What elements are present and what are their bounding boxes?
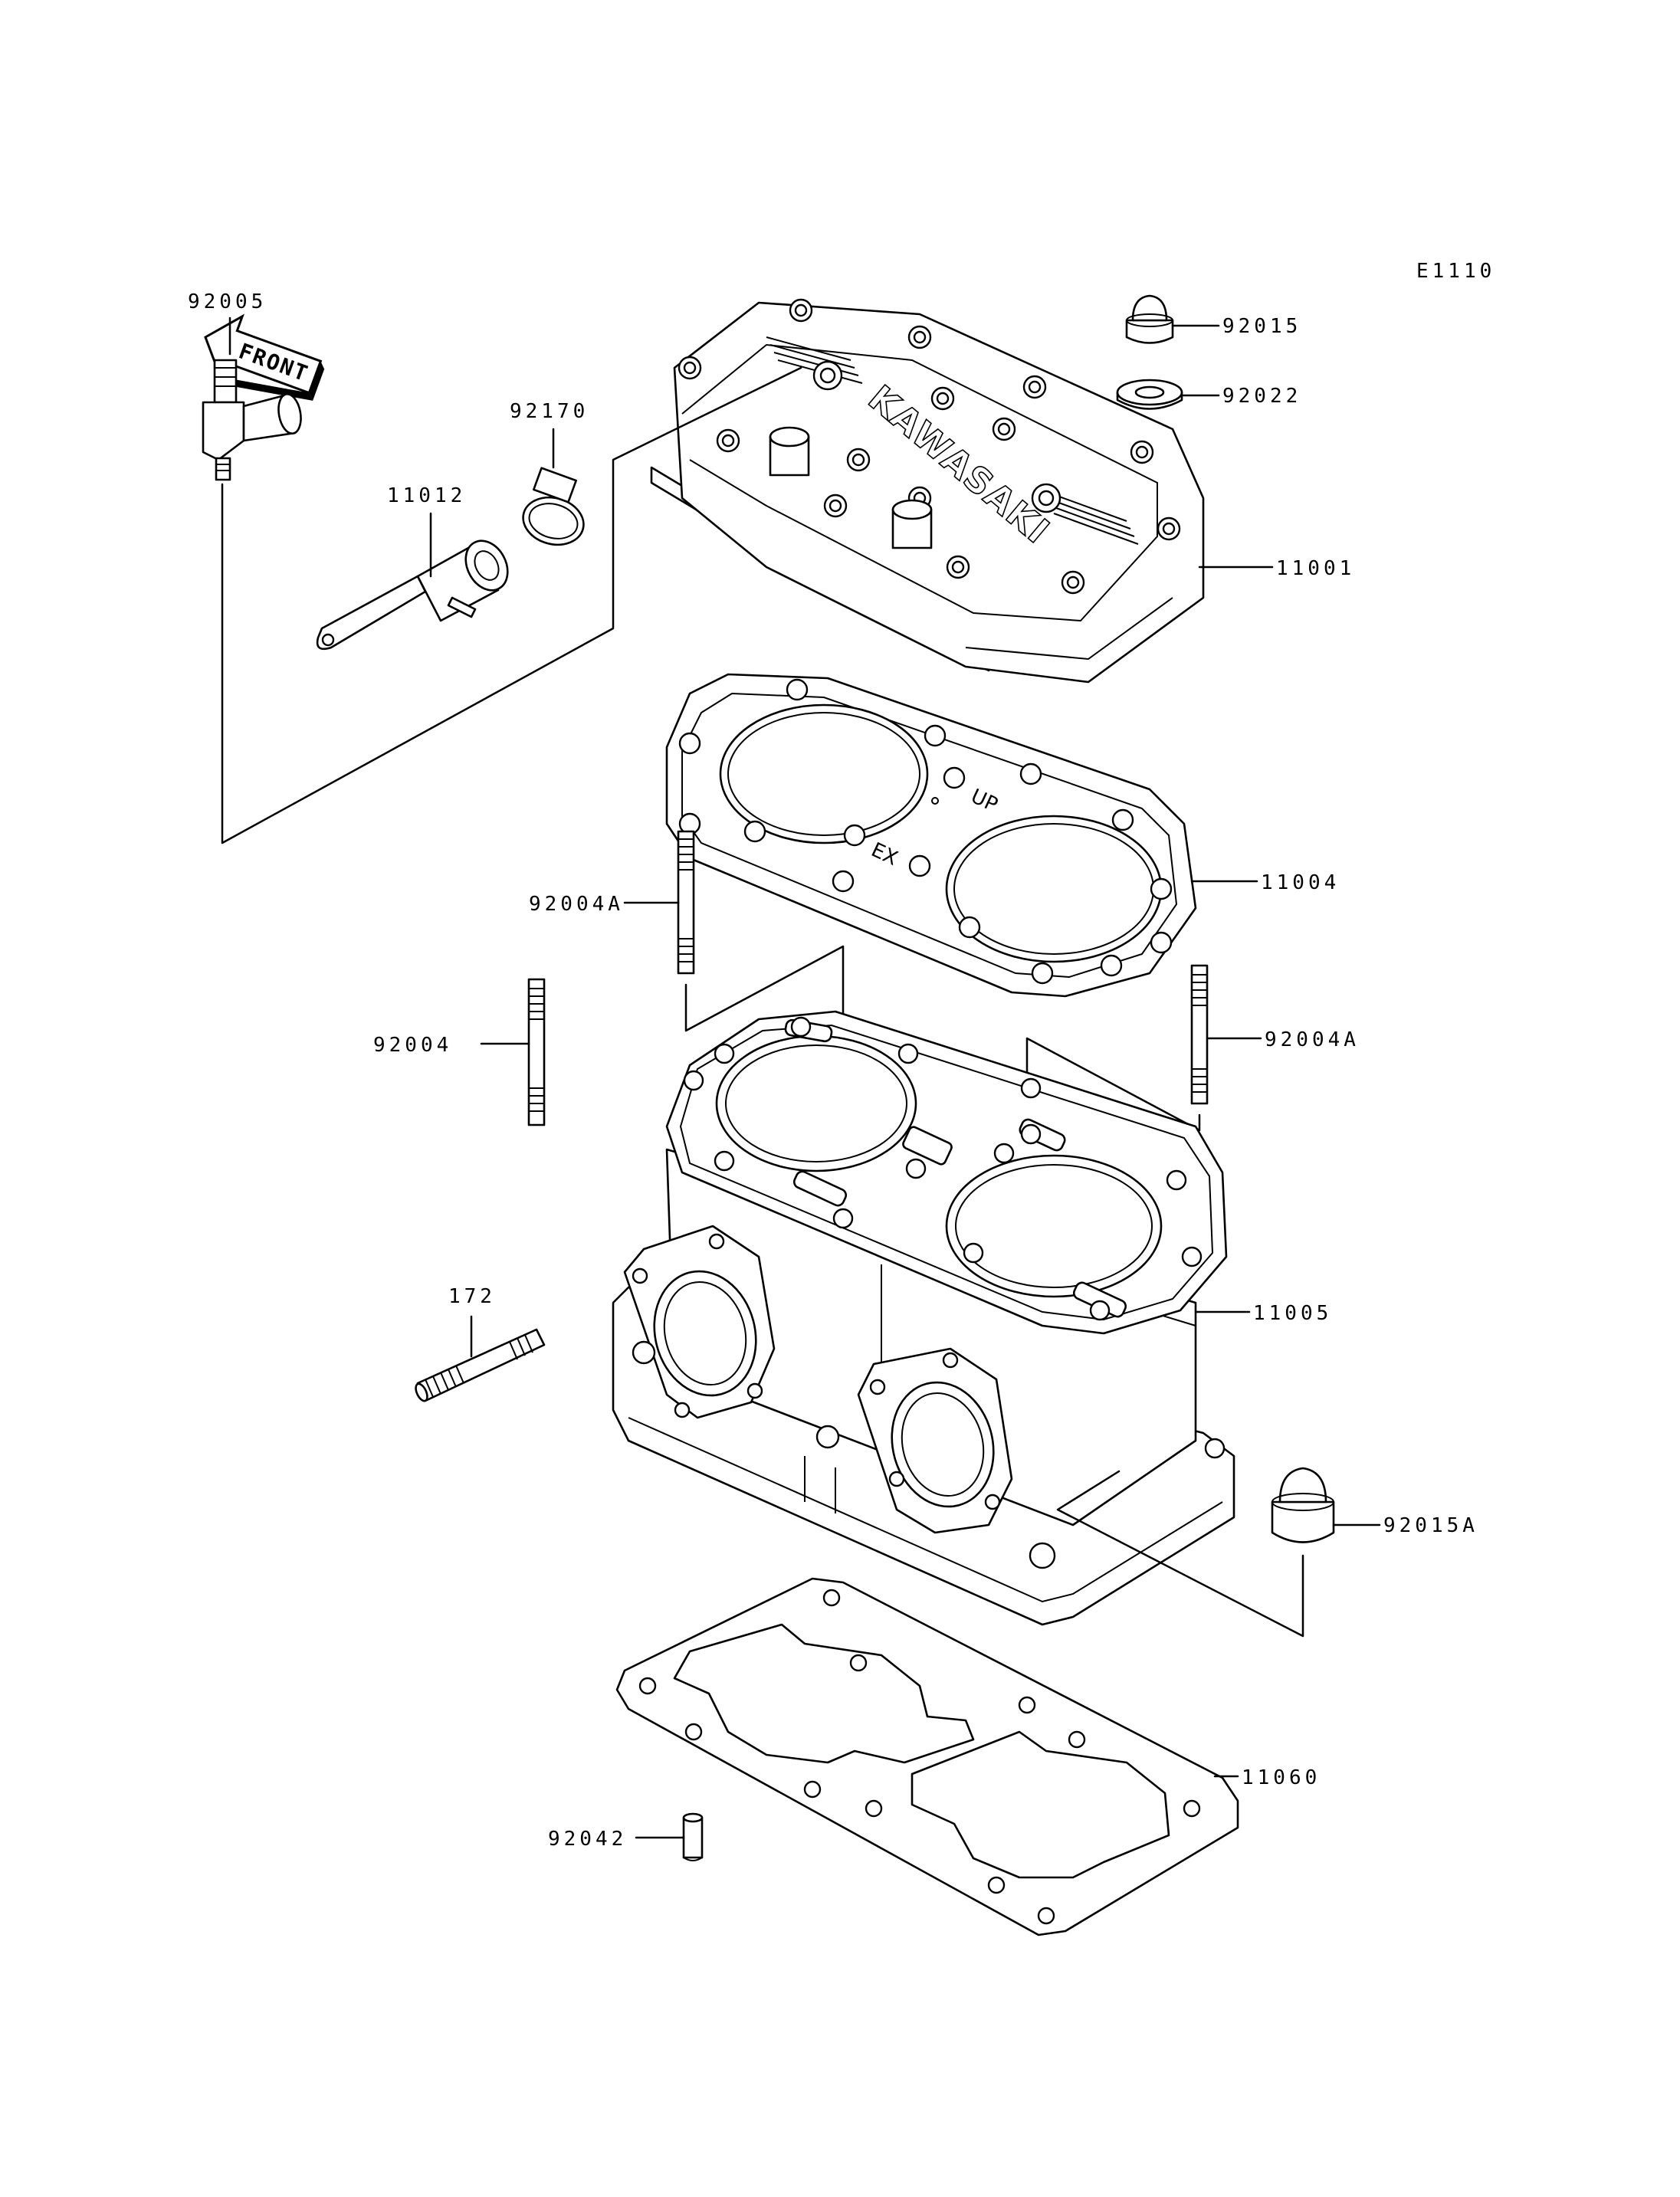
stud-92004a-right [1190, 964, 1209, 1105]
head-gasket-11004: UP EX [665, 673, 1197, 998]
base-gasket-holes [638, 1589, 1201, 1925]
label-11001: 11001 [1276, 557, 1355, 580]
label-92004a-right: 92004A [1265, 1028, 1360, 1051]
hose-clamp-92170 [522, 467, 585, 546]
cylinder-block-11005 [612, 1010, 1235, 1626]
front-arrow-icon: FRONT [204, 313, 325, 401]
stud-92004a-left [677, 830, 695, 975]
label-11060: 11060 [1242, 1766, 1321, 1789]
label-11004: 11004 [1261, 871, 1340, 894]
label-92015a: 92015A [1383, 1514, 1478, 1537]
label-11012: 11012 [387, 484, 466, 507]
stud-172 [415, 1328, 546, 1402]
fitting-92005 [202, 359, 302, 481]
label-11005: 11005 [1253, 1302, 1332, 1325]
cylinder-head-11001: KAWASAKI [650, 298, 1205, 684]
label-92042: 92042 [548, 1828, 627, 1851]
cap-nut-92015a [1271, 1467, 1335, 1543]
diagram-code: E1110 [1416, 260, 1495, 283]
label-92004a-left: 92004A [529, 893, 624, 916]
label-92170: 92170 [510, 400, 589, 423]
dowel-92042 [682, 1812, 704, 1861]
cylinder-stud-holes [683, 1016, 1203, 1321]
water-pipe-11012 [316, 539, 509, 651]
label-92015: 92015 [1222, 315, 1301, 338]
head-gasket-holes [678, 678, 1173, 985]
cap-nut-92015 [1125, 294, 1174, 344]
label-92005: 92005 [188, 290, 267, 313]
spark-plug-bosses [769, 426, 933, 549]
label-92004: 92004 [373, 1034, 452, 1057]
base-gasket-11060 [615, 1577, 1239, 1936]
washer-92022 [1116, 379, 1183, 410]
label-92022: 92022 [1222, 385, 1301, 408]
stud-92004 [527, 978, 546, 1126]
head-bolt-holes [678, 298, 1181, 595]
label-172: 172 [448, 1285, 496, 1308]
